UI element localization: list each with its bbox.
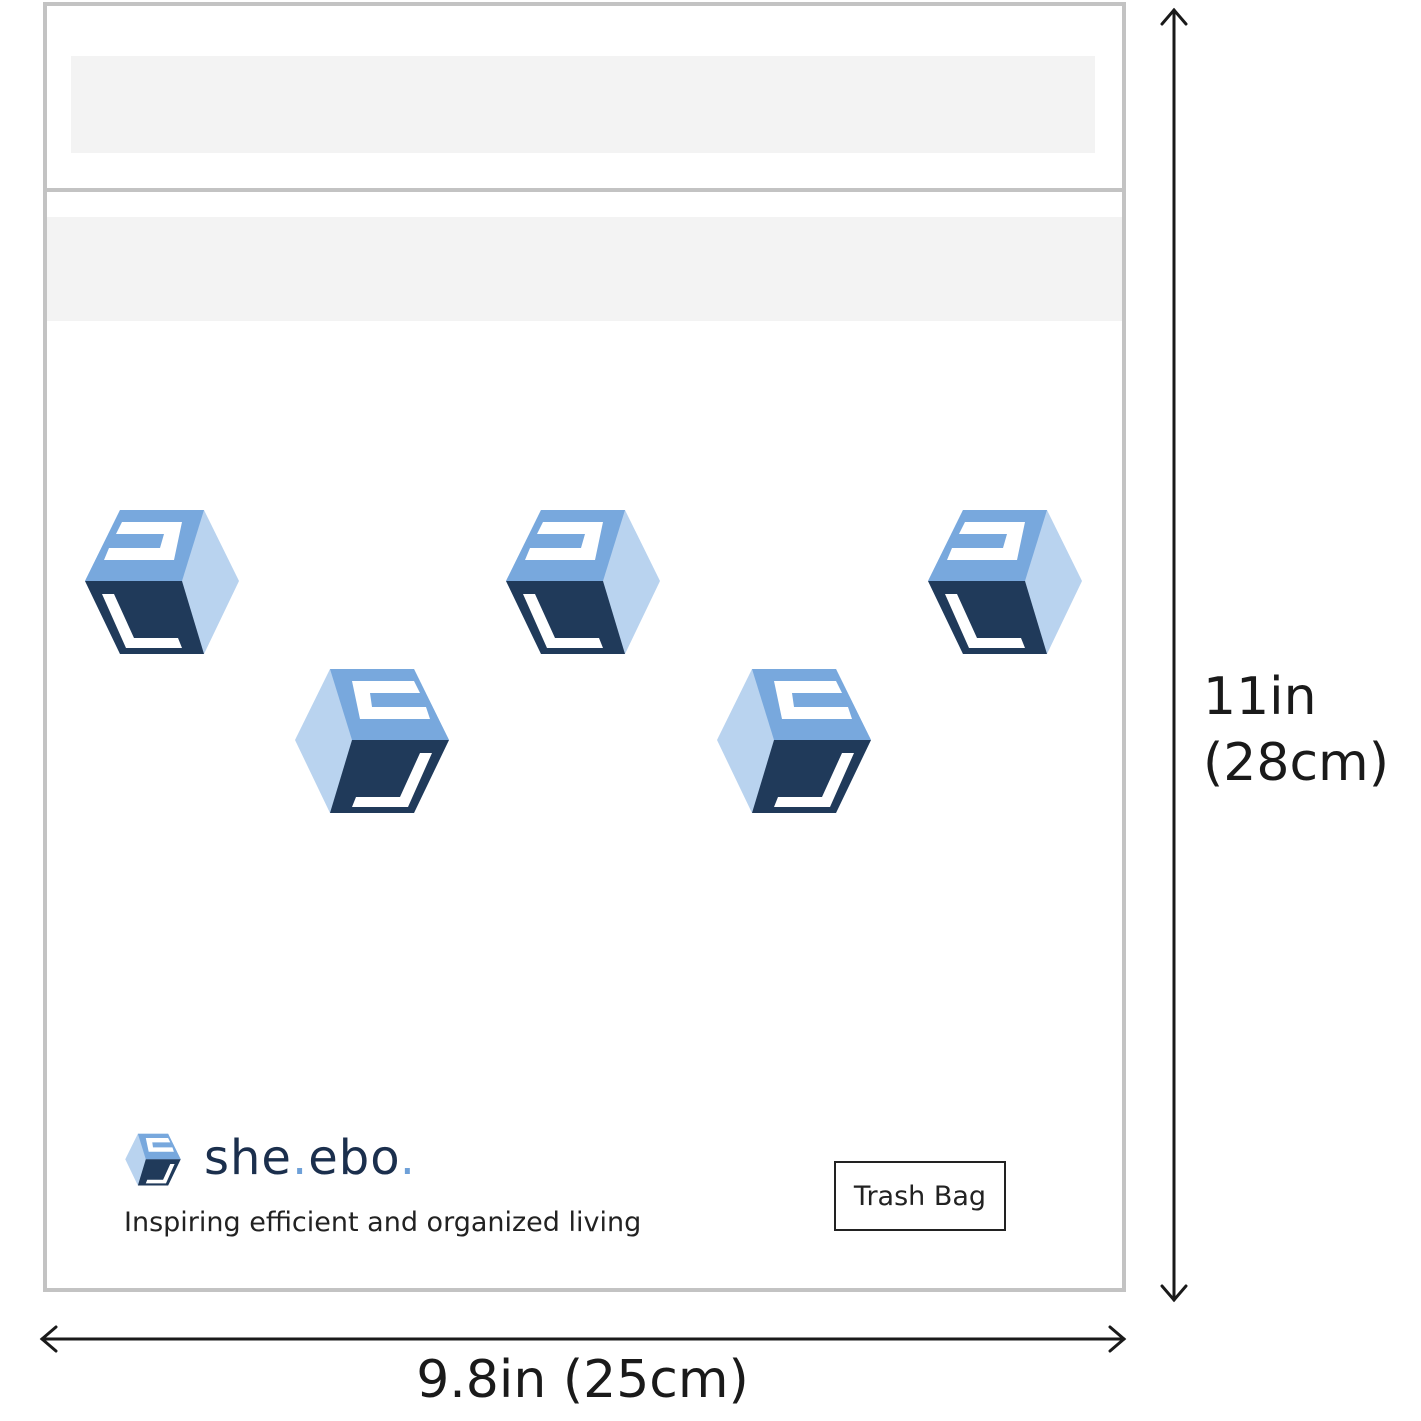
brand-tagline: Inspiring efficient and organized living — [124, 1207, 642, 1238]
arrow-vertical-icon — [1160, 7, 1188, 1303]
height-dimension-cm: (28cm) — [1203, 733, 1389, 793]
width-dimension-label: 9.8in (25cm) — [416, 1350, 749, 1410]
height-dimension-inches: 11in — [1203, 667, 1317, 727]
cube-logo-icon — [928, 510, 1082, 654]
cube-logo-icon — [717, 669, 871, 813]
arrow-horizontal-icon — [39, 1325, 1127, 1353]
brand-name: she.ebo. — [204, 1130, 417, 1186]
zip-seal-line — [47, 188, 1122, 192]
product-label: Trash Bag — [834, 1161, 1006, 1231]
bag-outline — [43, 2, 1126, 1292]
cube-logo-icon — [295, 669, 449, 813]
cube-logo-icon — [85, 510, 239, 654]
height-dimension-label: 11in (28cm) — [1203, 664, 1389, 796]
brand-logo-icon — [125, 1133, 181, 1186]
cube-logo-icon — [506, 510, 660, 654]
zip-strip-bottom — [47, 217, 1122, 321]
zip-strip-top — [71, 56, 1095, 153]
